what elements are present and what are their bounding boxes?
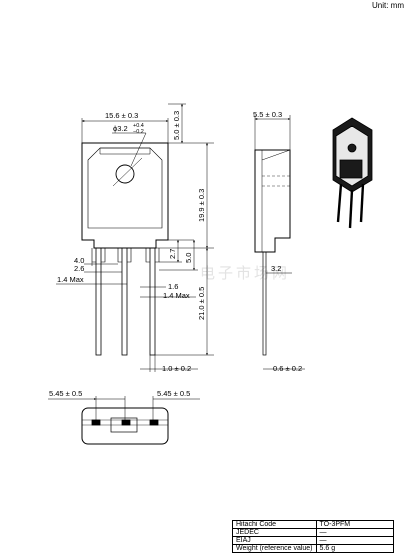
- lead-center: [121, 247, 128, 356]
- unit-label: Unit: mm: [372, 1, 404, 10]
- info-label: EIAJ: [232, 536, 317, 545]
- side-body: [254, 149, 291, 253]
- table-row: EIAJ —: [232, 536, 394, 545]
- table-row: Hitachi Code TO-3PFM: [232, 520, 394, 529]
- dim-pitch-left: 5.45 ± 0.5: [49, 389, 82, 398]
- dim-5-0: 5.0: [184, 253, 193, 263]
- info-label: Weight (reference value): [232, 544, 317, 553]
- lead-right: [149, 247, 156, 356]
- dim-2-6: 2.6: [74, 264, 84, 273]
- info-value: TO-3PFM: [315, 520, 394, 529]
- dim-hole-tol-lower: −0.2: [133, 129, 144, 135]
- package-3d-illustration: [332, 117, 373, 229]
- front-dimension-lines: [56, 103, 214, 372]
- dim-pitch-tol: 1.0 ± 0.2: [162, 364, 191, 373]
- table-row: Weight (reference value) 5.6 g: [232, 544, 394, 553]
- dim-width: 15.6 ± 0.3: [105, 111, 138, 120]
- mounting-hole: [115, 164, 135, 184]
- dim-lead-length: 21.0 ± 0.5: [197, 287, 206, 320]
- info-label: Hitachi Code: [232, 520, 317, 529]
- side-dimension-lines: [254, 115, 305, 370]
- info-value: —: [315, 528, 394, 537]
- dim-3-2: 3.2: [271, 264, 281, 273]
- front-view: [81, 142, 169, 356]
- dim-hole: ϕ3.2: [113, 124, 128, 133]
- watermark: 电子市场网: [200, 264, 291, 282]
- info-value: 5.6 g: [315, 544, 394, 553]
- info-label: JEDEC: [232, 528, 317, 537]
- dim-2-7: 2.7: [168, 249, 177, 259]
- bottom-dimension-lines: [48, 396, 200, 420]
- front-inner-frame: [87, 147, 163, 229]
- dim-1-4-max-right: 1.4 Max: [163, 291, 190, 300]
- dim-1-6: 1.6: [168, 282, 178, 291]
- dim-pitch-right: 5.45 ± 0.5: [157, 389, 190, 398]
- dim-body-height: 19.9 ± 0.3: [197, 189, 206, 222]
- lead-left: [95, 247, 102, 356]
- front-body: [81, 142, 169, 249]
- dim-hole-tol-upper: +0.4: [133, 123, 144, 129]
- side-lead: [262, 251, 267, 356]
- info-value: —: [315, 536, 394, 545]
- dim-tab-height: 5.0 ± 0.3: [172, 111, 181, 140]
- table-row: JEDEC —: [232, 528, 394, 537]
- dim-4-0: 4.0: [74, 256, 84, 265]
- dim-thickness: 5.5 ± 0.3: [253, 110, 282, 119]
- dim-1-4-max-left: 1.4 Max: [57, 275, 84, 284]
- side-view: [254, 149, 291, 356]
- dim-lead-thickness: 0.6 ± 0.2: [273, 364, 302, 373]
- package-info-table: Hitachi Code TO-3PFM JEDEC — EIAJ — Weig…: [232, 520, 394, 553]
